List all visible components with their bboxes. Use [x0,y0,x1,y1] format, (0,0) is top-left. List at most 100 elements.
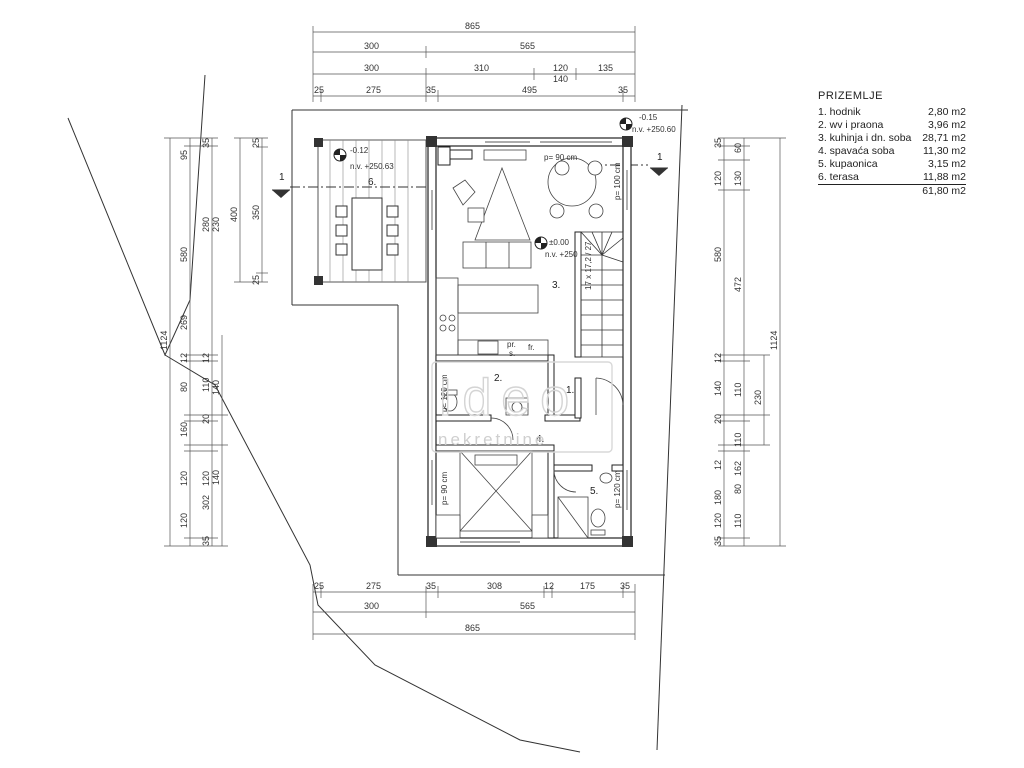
dim-bot-865: 865 [465,623,480,633]
dim-right-110c: 110 [733,514,743,528]
dim-left-35: 35 [201,138,211,148]
dim-top-565: 565 [520,41,535,51]
dim-right-140: 140 [713,381,723,396]
dimension-texts-top: 865 300 565 300 310 120 135 140 25 275 3… [314,21,628,95]
fixture-pr: pr. [507,340,516,349]
dim-left-95: 95 [179,150,189,160]
level-markers [333,117,633,250]
dim-bot-12: 12 [544,581,554,591]
kitchen [435,277,549,356]
dim-top-300b: 300 [364,63,379,73]
entrance-door [490,377,624,493]
legend-room-name: 5. kupaonica [818,158,878,170]
dim-top-135: 135 [598,63,613,73]
dim-right-35b: 35 [713,536,723,546]
dim-top-310: 310 [474,63,489,73]
legend-row: 1. hodnik 2,80 m2 [818,106,966,119]
room-number-5: 5. [590,486,598,497]
dim-bot-275: 275 [366,581,381,591]
room-number-3: 3. [552,280,560,291]
legend-room-name: 2. wv i praona [818,119,884,131]
opening-p120-bath: p= 120 cm [613,470,622,508]
room-number-4: 4. [536,434,544,445]
dimension-texts-bottom: 25 275 35 308 12 175 35 300 565 865 [314,581,630,633]
watermark-subtitle: nekretnine [438,430,547,449]
dim-bot-25: 25 [314,581,324,591]
opening-p90-top: p= 90 cm [544,153,577,162]
room-number-2: 2. [494,373,502,384]
room-number-1: 1. [566,385,574,396]
dim-left-302: 302 [201,495,211,510]
dim-top-865: 865 [465,21,480,31]
opening-p120-left: p= 120 cm [440,374,449,412]
legend-room-name: 6. terasa [818,171,859,183]
legend-room-name: 4. spavaća soba [818,145,895,157]
dim-left-120: 120 [179,471,189,486]
bathroom-fixtures [557,472,613,539]
dim-left-580: 580 [179,247,189,262]
dim-right-130: 130 [733,171,743,186]
dim-left-1124: 1124 [159,331,169,350]
dim-bot-175: 175 [580,581,595,591]
dim-right-80: 80 [733,484,743,494]
legend-room-area: 3,15 m2 [928,158,966,170]
interior-walls [435,231,624,539]
terrace-nv: n.v. +250.63 [350,162,394,171]
legend-room-area: 2,80 m2 [928,106,966,118]
legend-room-area: 11,30 m2 [923,145,966,157]
dim-top-120: 120 [553,63,568,73]
legend-row: 6. terasa 11,88 m2 [818,171,966,185]
legend-room-name: 1. hodnik [818,106,861,118]
dimension-texts-left: 1124 95 580 269 12 80 160 120 120 35 280… [159,138,261,546]
dim-right-110: 110 [733,383,743,397]
dim-top-140: 140 [553,74,568,84]
dim-bot-300: 300 [364,601,379,611]
dim-top-25: 25 [314,85,324,95]
floor-level: ±0.00 [549,238,570,247]
dim-left-280: 280 [201,217,211,232]
legend-room-area: 3,96 m2 [928,119,966,131]
section-mark-left: 1 [279,172,285,183]
dim-left-140: 140 [211,380,221,395]
dim-left-25: 25 [251,138,261,148]
floor-nv: n.v. +250 [545,250,578,259]
dim-right-110b: 110 [733,433,743,447]
legend-total: 61,80 m2 [922,185,966,197]
legend-row: 2. wv i praona 3,96 m2 [818,119,966,132]
dim-left-140b: 140 [211,470,221,485]
dim-right-162: 162 [733,461,743,476]
legend-row: 3. kuhinja i dn. soba 28,71 m2 [818,132,966,145]
section-mark-right: 1 [657,152,663,163]
fixture-s: s. [509,349,515,358]
legend-row: 4. spavaća soba 11,30 m2 [818,145,966,158]
dim-left-120b: 120 [179,513,189,528]
dim-left-12b: 12 [201,353,211,363]
dim-right-580: 580 [713,247,723,262]
dimension-texts-right: 35 120 580 12 140 20 12 180 120 35 60 13… [713,138,779,546]
legend-room-name: 3. kuhinja i dn. soba [818,132,912,144]
dim-right-12: 12 [713,353,723,363]
dim-right-120: 120 [713,171,723,186]
dim-right-20: 20 [713,414,723,424]
bedroom-furniture [435,450,549,539]
living-furniture [452,149,532,269]
dim-right-120b: 120 [713,513,723,528]
legend-room-area: 11,88 m2 [923,171,966,183]
dim-top-35b: 35 [618,85,628,95]
outside-nv: n.v. +250.60 [632,125,676,134]
watermark-logo-text: Ideo [438,369,579,427]
opening-p90-left: p= 90 cm [440,472,449,505]
dim-right-1124: 1124 [769,331,779,350]
dim-left-35b: 35 [201,536,211,546]
dim-left-80: 80 [179,382,189,392]
dim-right-35: 35 [713,138,723,148]
dim-bot-565: 565 [520,601,535,611]
stair-steps: 17 x 17,2 / 27 [584,241,593,290]
dim-left-20: 20 [201,414,211,424]
legend-room-area: 28,71 m2 [922,132,966,144]
dim-left-230: 230 [211,217,221,232]
dim-left-269: 269 [179,315,189,330]
